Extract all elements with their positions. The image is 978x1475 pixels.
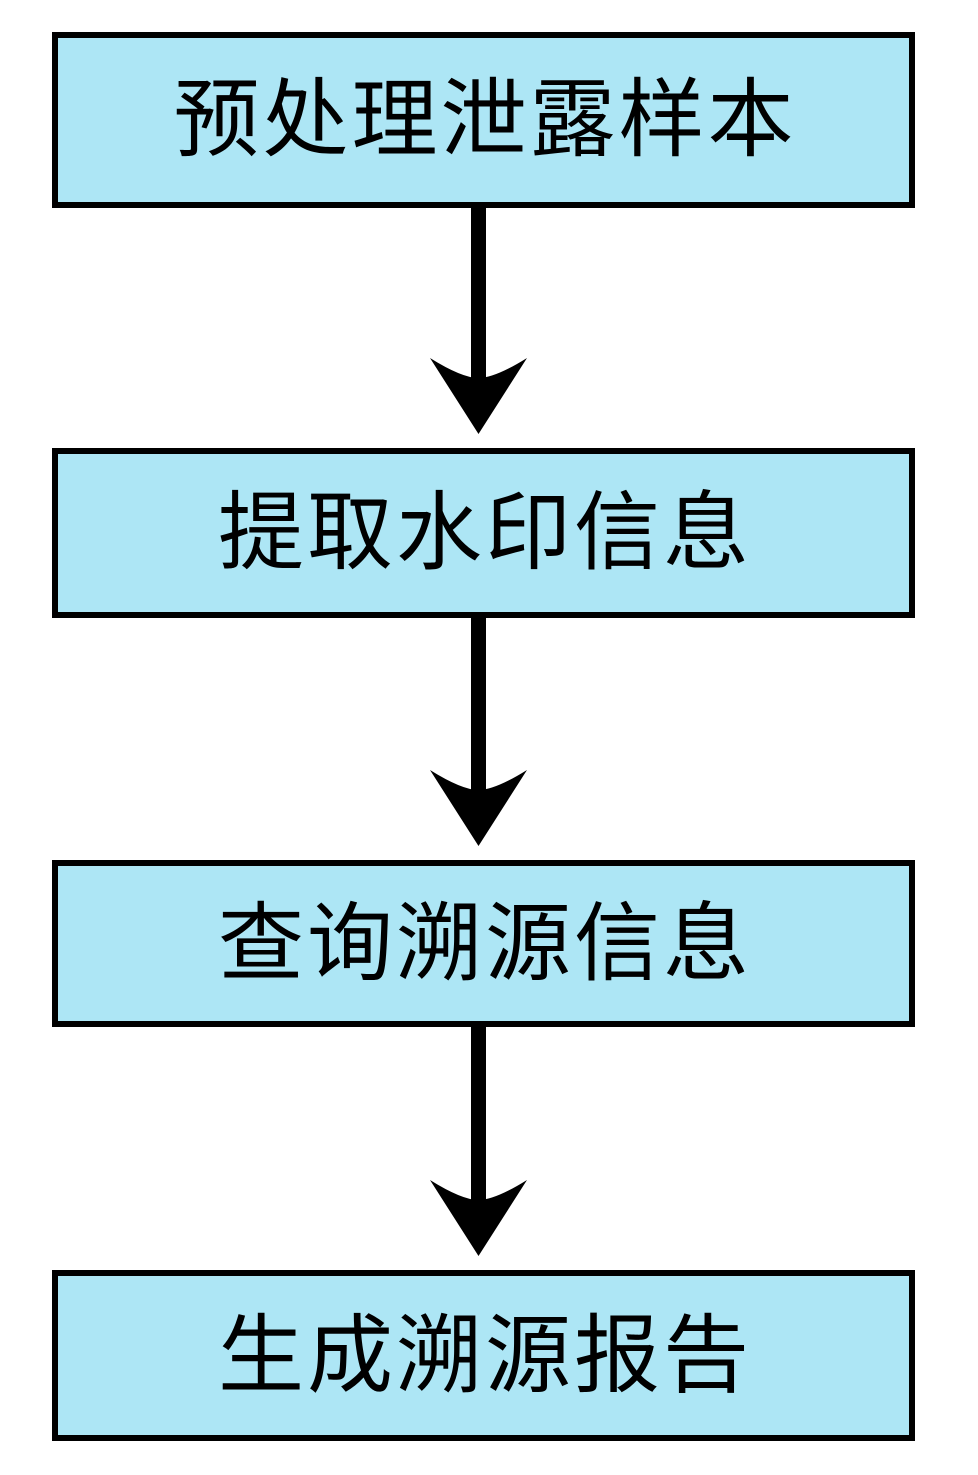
- flow-node-label: 预处理泄露样本: [173, 70, 797, 170]
- flow-arrow-1: [0, 208, 978, 448]
- flow-node-query-traceability-info[interactable]: 查询溯源信息: [52, 860, 915, 1027]
- flow-node-label: 提取水印信息: [218, 483, 752, 583]
- flow-node-preprocess-leaked-sample[interactable]: 预处理泄露样本: [52, 32, 915, 208]
- flow-node-label: 生成溯源报告: [218, 1305, 752, 1406]
- flow-arrow-2: [0, 618, 978, 860]
- arrow-down-icon: [430, 618, 527, 846]
- flow-node-extract-watermark-info[interactable]: 提取水印信息: [52, 448, 915, 618]
- flow-node-generate-traceability-report[interactable]: 生成溯源报告: [52, 1270, 915, 1441]
- arrow-down-icon: [430, 1027, 527, 1256]
- flow-arrow-3: [0, 1027, 978, 1270]
- arrow-down-icon: [430, 208, 527, 434]
- flow-node-label: 查询溯源信息: [218, 893, 752, 994]
